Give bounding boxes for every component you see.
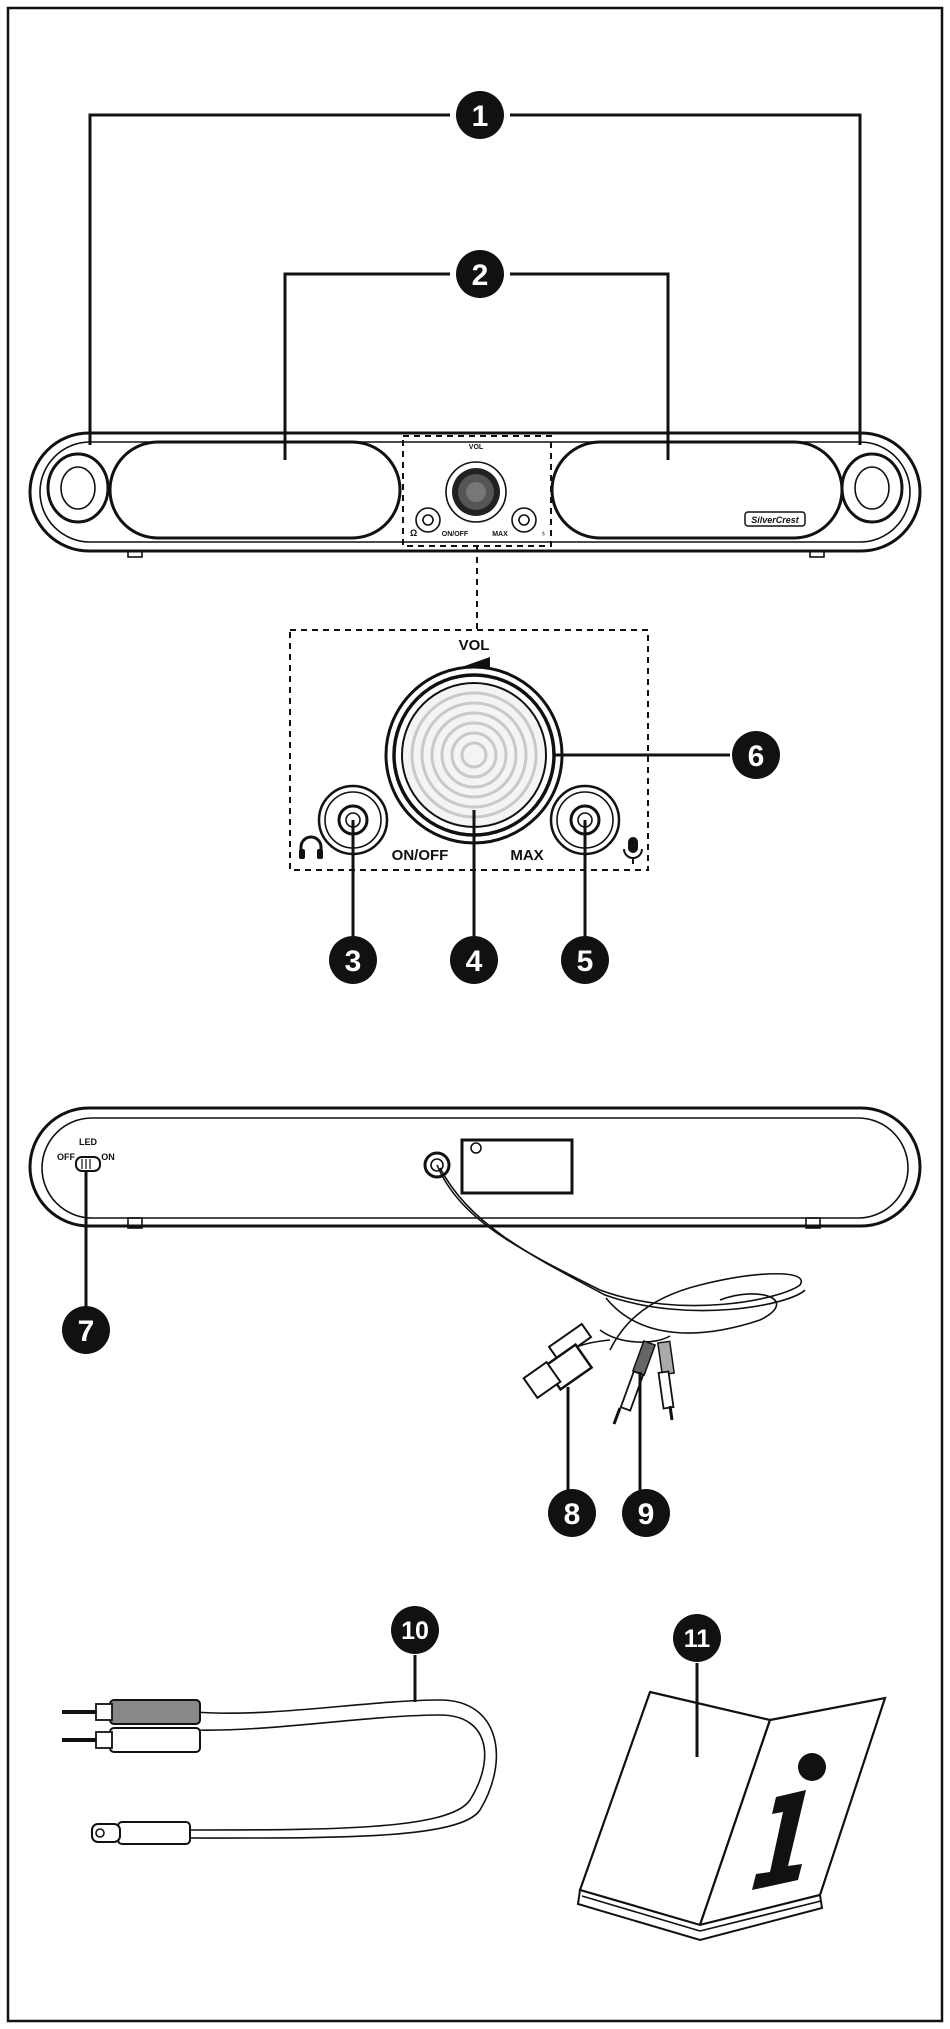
left-led-ring	[48, 454, 108, 522]
svg-text:VOL: VOL	[469, 444, 484, 451]
audio-jack-icon	[614, 1341, 674, 1424]
headphones-icon	[299, 837, 323, 859]
svg-text:3: 3	[345, 945, 362, 978]
right-led-ring	[842, 454, 902, 522]
left-speaker-grille	[110, 442, 400, 538]
callout-8: 8	[548, 1489, 596, 1537]
svg-text:8: 8	[564, 1498, 581, 1531]
callout-9: 9	[622, 1489, 670, 1537]
callout-7: 7	[62, 1306, 110, 1354]
svg-text:SilverCrest: SilverCrest	[751, 515, 800, 525]
vol-label: VOL	[459, 637, 490, 654]
callout-1: 1	[456, 91, 504, 139]
svg-text:LED: LED	[79, 1137, 98, 1147]
svg-text:1: 1	[472, 100, 489, 133]
svg-text:6: 6	[748, 740, 765, 773]
callout-4: 4	[450, 936, 498, 984]
led-switch: LED OFF ON	[57, 1137, 115, 1171]
callout-5: 5	[561, 936, 609, 984]
control-panel-zoom: VOL	[290, 630, 648, 870]
callout-3: 3	[329, 936, 377, 984]
control-panel-small: VOL ON/OFF MAX Ω ♁	[403, 436, 551, 546]
onoff-label: ON/OFF	[392, 847, 449, 864]
svg-text:9: 9	[638, 1498, 655, 1531]
user-manual	[578, 1692, 885, 1940]
brand-logo: SilverCrest	[745, 512, 805, 526]
svg-text:OFF: OFF	[57, 1152, 75, 1162]
svg-text:7: 7	[78, 1315, 95, 1348]
usb-plug-icon	[524, 1324, 592, 1398]
svg-text:10: 10	[401, 1617, 429, 1645]
callout-2: 2	[456, 250, 504, 298]
svg-text:♁: ♁	[540, 528, 547, 538]
callout-10: 10	[391, 1606, 439, 1654]
max-label: MAX	[510, 847, 543, 864]
svg-text:ON/OFF: ON/OFF	[442, 531, 469, 538]
speaker-bar-back	[30, 1108, 920, 1228]
svg-text:4: 4	[466, 945, 483, 978]
callout-6: 6	[732, 731, 780, 779]
svg-text:ON: ON	[101, 1152, 115, 1162]
svg-text:11: 11	[684, 1625, 711, 1653]
svg-text:5: 5	[577, 945, 594, 978]
rca-cable	[185, 1700, 496, 1838]
microphone-icon	[624, 837, 642, 864]
rca-plug-icon	[62, 1700, 200, 1844]
svg-text:Ω: Ω	[410, 528, 417, 538]
svg-text:MAX: MAX	[492, 531, 508, 538]
svg-text:2: 2	[472, 259, 489, 292]
callout-11: 11	[673, 1614, 721, 1662]
